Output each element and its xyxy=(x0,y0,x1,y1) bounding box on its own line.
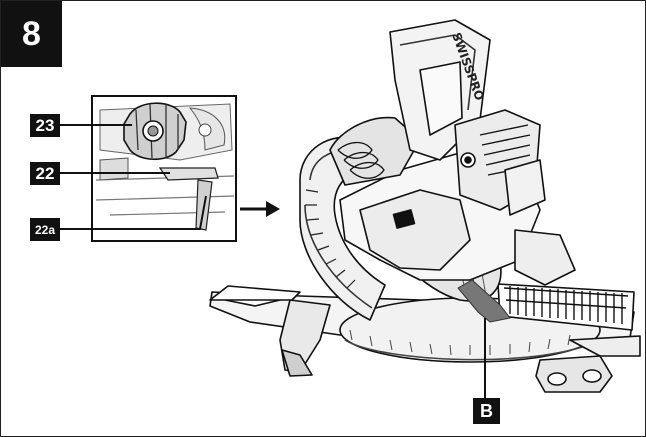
callout-23: 23 xyxy=(30,114,60,137)
miter-saw-body xyxy=(209,19,641,393)
inset-detail xyxy=(91,95,237,242)
callout-b: B xyxy=(473,398,500,424)
bevel-indicator-icon xyxy=(457,279,511,323)
lever-icon xyxy=(158,167,219,181)
pointer-arrow-icon xyxy=(266,201,280,217)
knob-icon xyxy=(123,102,187,161)
step-number-badge: 8 xyxy=(1,1,62,67)
callout-22a: 22a xyxy=(30,218,60,241)
callout-22: 22 xyxy=(30,162,60,185)
